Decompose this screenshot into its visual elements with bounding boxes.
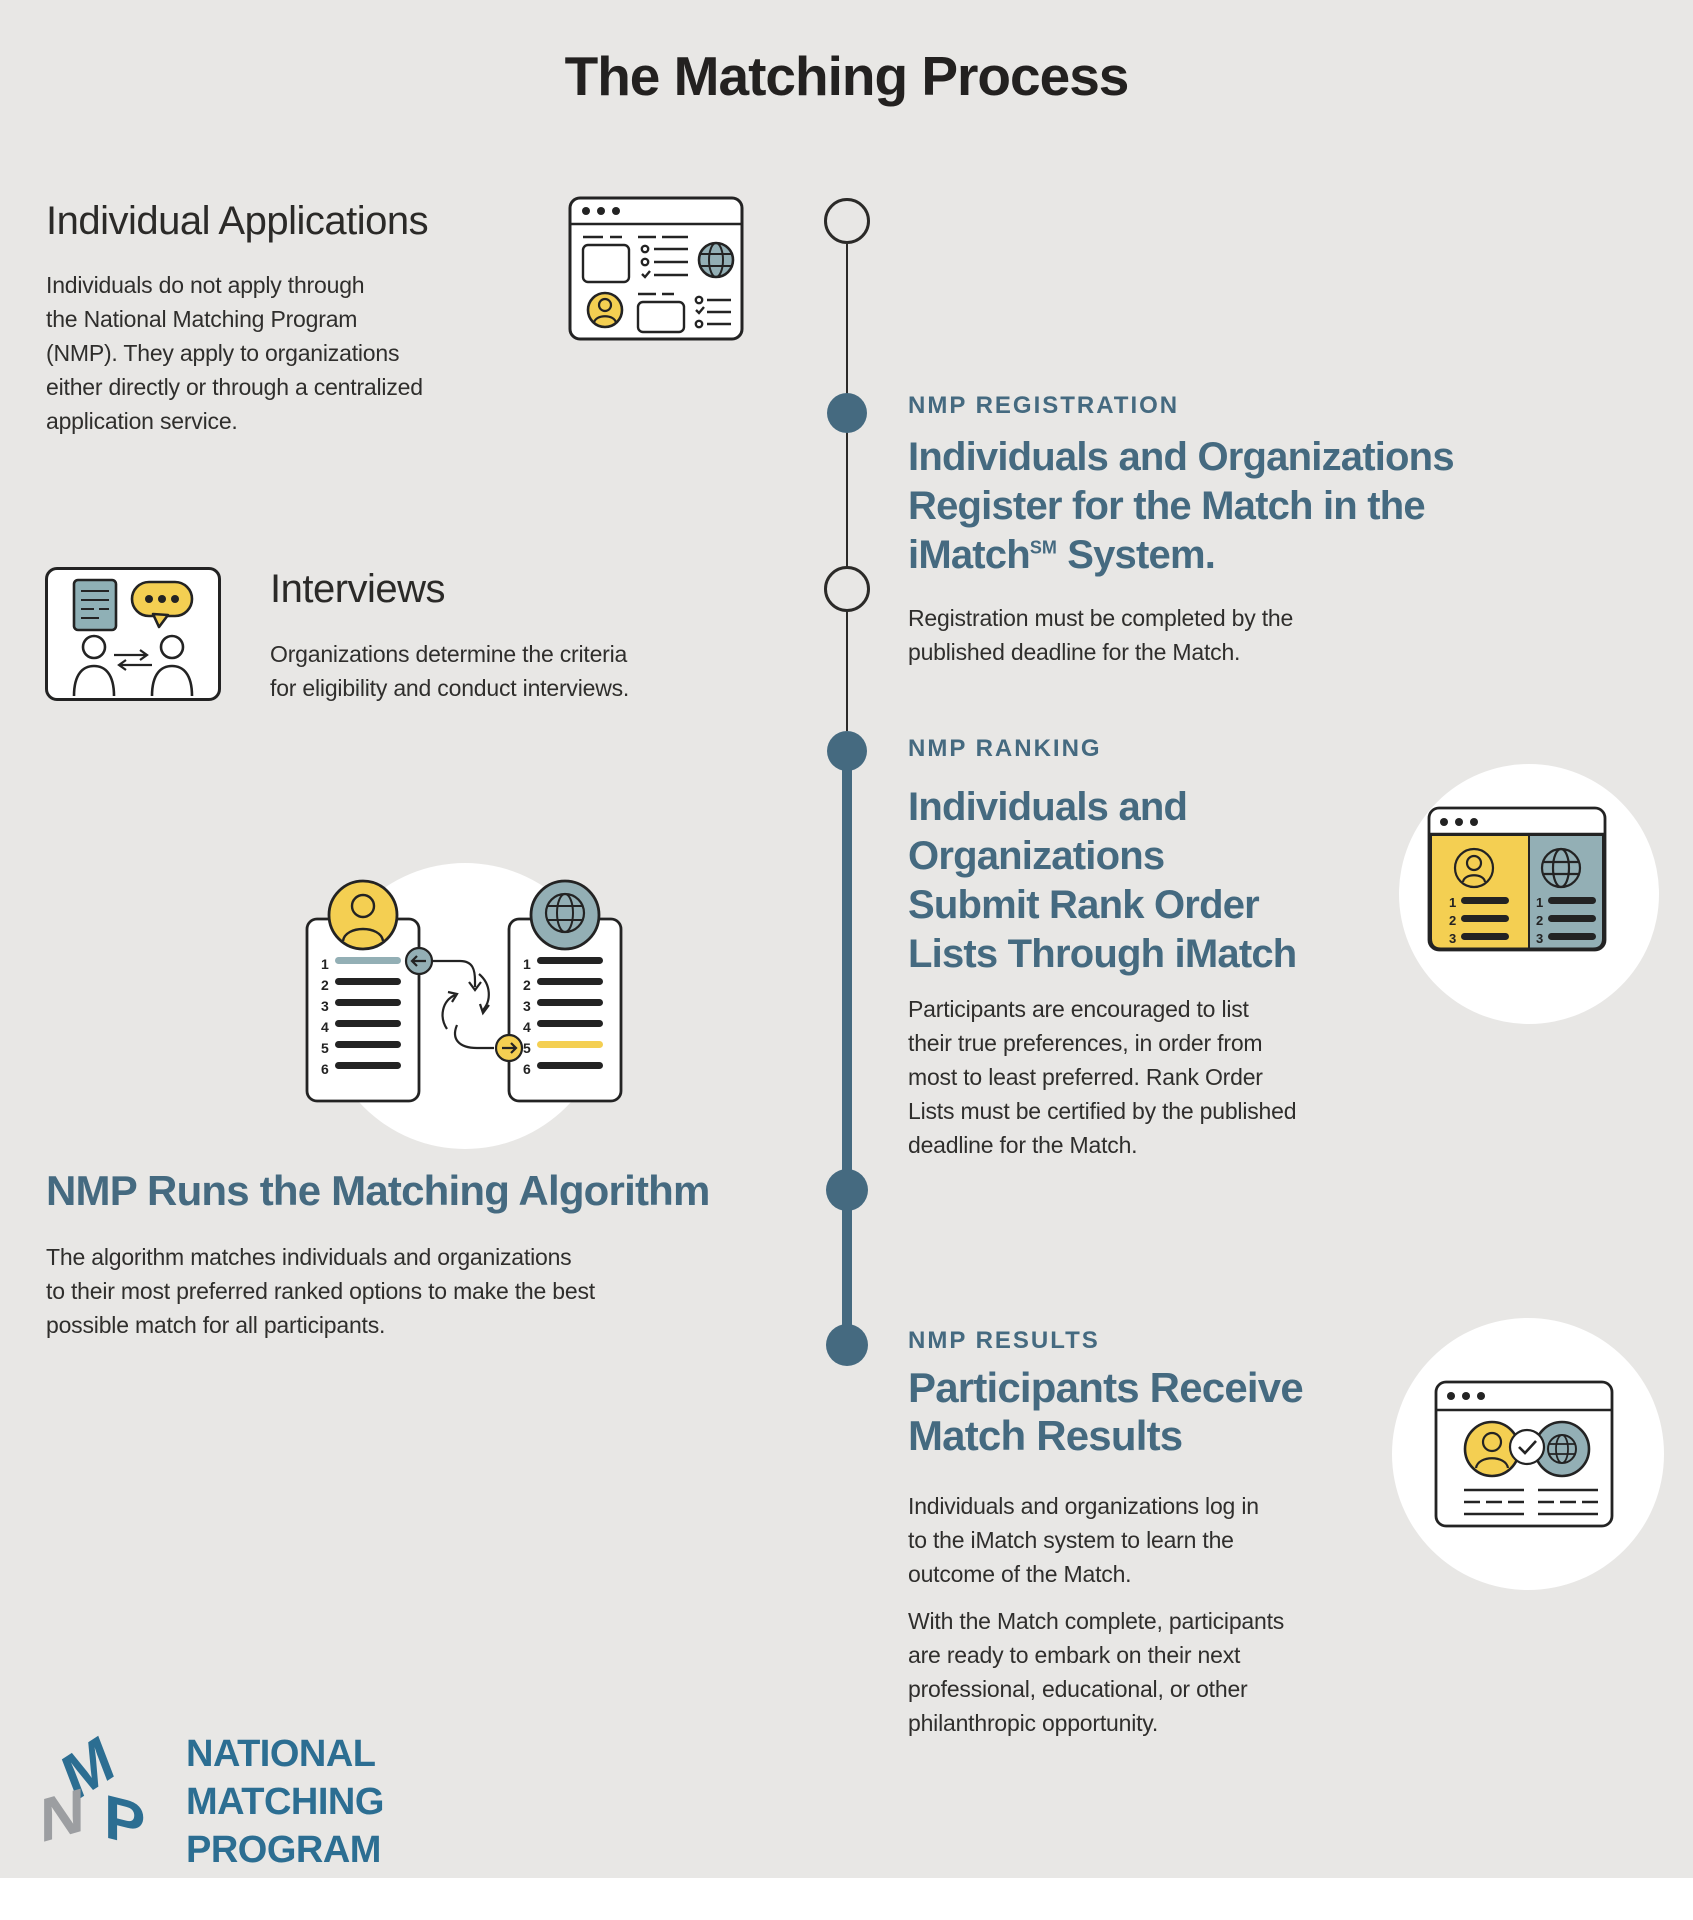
logo-word: NATIONAL <box>186 1733 376 1775</box>
interviews-icon <box>72 578 194 697</box>
logo-word: PROGRAM <box>186 1829 381 1871</box>
document-icon <box>72 578 118 632</box>
applications-heading: Individual Applications <box>46 199 429 243</box>
svg-text:1: 1 <box>321 956 329 972</box>
ranking-label: NMP RANKING <box>908 735 1102 762</box>
individual-rank-list: 1 2 3 4 5 6 <box>305 879 421 1103</box>
svg-text:1: 1 <box>1536 895 1543 910</box>
svg-text:2: 2 <box>1536 913 1543 928</box>
logo-word: MATCHING <box>186 1781 384 1823</box>
svg-text:3: 3 <box>523 998 531 1014</box>
results-body: Individuals and organizations log in to … <box>908 1493 1259 1587</box>
match-results-icon <box>1434 1380 1614 1528</box>
organization-rank-list: 1 2 3 4 5 6 <box>507 879 623 1103</box>
logo-letter-p: P <box>104 1782 145 1861</box>
person-avatar-icon <box>327 879 399 951</box>
heading-line: iMatchSM System. <box>908 533 1216 577</box>
svg-text:1: 1 <box>523 956 531 972</box>
match-badge-organization <box>494 1033 524 1063</box>
swap-arrows <box>432 959 494 1050</box>
timeline-node-interviews <box>824 566 870 612</box>
heading-line: Submit Rank Order <box>908 883 1260 927</box>
heading-line: Register for the Match in the <box>908 484 1426 528</box>
person-icon <box>1453 847 1495 889</box>
timeline-node-ranking <box>827 731 867 771</box>
service-mark: SM <box>1029 537 1057 558</box>
registration-body: Registration must be completed by the pu… <box>908 605 1294 665</box>
svg-text:2: 2 <box>1449 913 1456 928</box>
checkmark-icon <box>1508 1428 1546 1466</box>
exchange-arrows-icon <box>114 649 152 671</box>
heading-line: Lists Through iMatch <box>908 932 1297 976</box>
window-dot <box>582 207 590 215</box>
window-dot <box>597 207 605 215</box>
logo-letter-n: N <box>40 1775 85 1856</box>
person-icon <box>586 291 624 329</box>
footer-band <box>0 1878 1693 1920</box>
timeline-node-registration <box>827 393 867 433</box>
timeline-thin-line <box>846 244 848 731</box>
window-dot <box>612 207 620 215</box>
application-window-icon <box>568 196 744 341</box>
timeline-node-results <box>826 1324 868 1366</box>
person-icon <box>72 634 116 697</box>
nmp-logo-mark: M N P <box>40 1722 145 1861</box>
results-body-2: With the Match complete, participants ar… <box>908 1608 1285 1736</box>
person-icon <box>150 634 194 697</box>
page-title: The Matching Process <box>564 45 1130 107</box>
svg-text:3: 3 <box>1536 931 1543 946</box>
applications-body: Individuals do not apply through the Nat… <box>46 272 423 434</box>
heading-line: Organizations <box>908 834 1165 878</box>
match-badge-individual <box>404 946 434 976</box>
heading-line: Individuals and Organizations <box>908 435 1455 479</box>
globe-avatar-icon <box>529 879 601 951</box>
timeline-node-algorithm <box>826 1169 868 1211</box>
svg-text:3: 3 <box>321 998 329 1014</box>
globe-icon <box>1533 1420 1591 1478</box>
registration-heading: Individuals and Organizations Register f… <box>908 433 1455 580</box>
rank-order-lists-icon: 1 2 3 1 2 3 <box>1427 806 1607 952</box>
algorithm-heading: NMP Runs the Matching Algorithm <box>46 1167 710 1214</box>
interviews-body: Organizations determine the criteria for… <box>270 641 630 701</box>
matching-algorithm-icon: 1 2 3 4 5 6 1 2 <box>305 863 623 1149</box>
svg-text:6: 6 <box>523 1061 531 1077</box>
svg-text:1: 1 <box>1449 895 1456 910</box>
heading-line: Participants Receive <box>908 1364 1304 1411</box>
speech-bubble-icon <box>130 580 194 629</box>
ranking-body: Participants are encouraged to list thei… <box>908 996 1297 1158</box>
registration-label: NMP REGISTRATION <box>908 392 1180 419</box>
algorithm-body: The algorithm matches individuals and or… <box>46 1244 595 1338</box>
timeline-thick-line <box>842 751 852 1345</box>
timeline-node-applications <box>824 198 870 244</box>
heading-line: Individuals and <box>908 785 1188 829</box>
svg-text:2: 2 <box>523 977 531 993</box>
svg-text:6: 6 <box>321 1061 329 1077</box>
svg-text:5: 5 <box>523 1040 531 1056</box>
nmp-logo-wordmark: NATIONAL MATCHING PROGRAM <box>186 1730 384 1874</box>
svg-text:5: 5 <box>321 1040 329 1056</box>
svg-text:4: 4 <box>523 1019 531 1035</box>
results-heading: Participants Receive Match Results <box>908 1364 1304 1460</box>
globe-icon <box>1540 847 1582 889</box>
interviews-card <box>45 567 221 701</box>
svg-text:2: 2 <box>321 977 329 993</box>
heading-line: Match Results <box>908 1412 1183 1459</box>
svg-text:3: 3 <box>1449 931 1456 946</box>
interviews-heading: Interviews <box>270 567 446 611</box>
globe-icon <box>697 241 735 279</box>
ranking-heading: Individuals and Organizations Submit Ran… <box>908 783 1297 979</box>
results-label: NMP RESULTS <box>908 1327 1100 1354</box>
svg-text:4: 4 <box>321 1019 329 1035</box>
person-icon <box>1463 1420 1521 1478</box>
